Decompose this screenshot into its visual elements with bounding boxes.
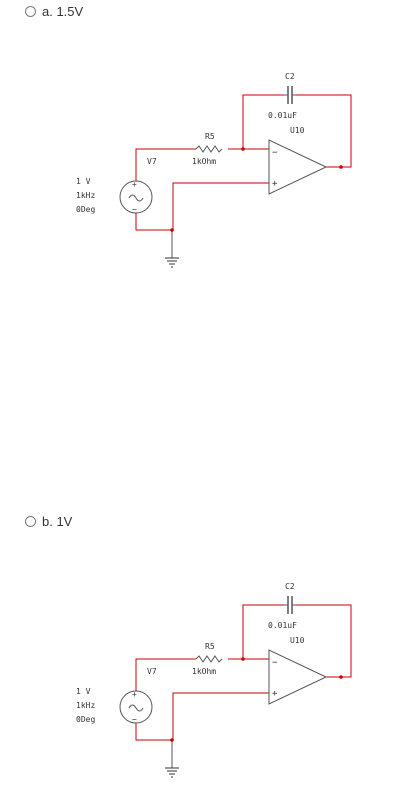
capacitor-c2 (284, 86, 296, 104)
source-ref: V7 (147, 667, 157, 676)
source-amplitude: 1 V (76, 687, 91, 696)
junction-node (241, 147, 245, 151)
source-frequency: 1kHz (76, 191, 95, 200)
radio-button-b[interactable] (25, 516, 36, 527)
capacitor-ref: C2 (285, 582, 295, 591)
junction-node (241, 657, 245, 661)
source-plus-sign: + (132, 180, 137, 189)
option-b-label: b. 1V (42, 514, 73, 529)
sine-wave-icon (128, 704, 144, 712)
opamp-u10 (268, 139, 328, 195)
source-phase: 0Deg (76, 205, 95, 214)
resistor-ref: R5 (205, 132, 215, 141)
source-frequency: 1kHz (76, 701, 95, 710)
circuit-diagram-a: C2 0.01uF U10 R5 1kOhm − + + − V7 1 V 1k… (0, 0, 411, 268)
circuit-wires (135, 604, 352, 741)
resistor-r5 (195, 145, 223, 153)
capacitor-value: 0.01uF (268, 621, 297, 630)
capacitor-value: 0.01uF (268, 111, 297, 120)
source-minus-sign: − (132, 205, 137, 214)
source-minus-sign: − (132, 715, 137, 724)
option-a-label: a. 1.5V (42, 4, 84, 19)
noninverting-input-sign: + (272, 179, 278, 189)
noninverting-input-sign: + (272, 689, 278, 699)
source-plus-sign: + (132, 690, 137, 699)
junction-node (339, 675, 343, 679)
circuit-wires (135, 94, 352, 231)
ac-source-v7 (119, 690, 153, 724)
source-amplitude: 1 V (76, 177, 91, 186)
ground-symbol (165, 257, 179, 268)
resistor-value: 1kOhm (192, 157, 216, 166)
capacitor-c2 (284, 596, 296, 614)
junction-node (170, 228, 174, 232)
junction-node (170, 738, 174, 742)
source-phase: 0Deg (76, 715, 95, 724)
resistor-r5 (195, 655, 223, 663)
resistor-value: 1kOhm (192, 667, 216, 676)
sine-wave-icon (128, 194, 144, 202)
ground-symbol (165, 767, 179, 778)
inverting-input-sign: − (272, 148, 278, 158)
circuit-diagram-b: C2 0.01uF U10 R5 1kOhm − + + − V7 1 V 1k… (0, 510, 411, 778)
capacitor-ref: C2 (285, 72, 295, 81)
option-b-radio-row[interactable]: b. 1V (25, 514, 72, 529)
ac-source-v7 (119, 180, 153, 214)
opamp-u10 (268, 649, 328, 705)
junction-node (339, 165, 343, 169)
radio-button-a[interactable] (25, 6, 36, 17)
inverting-input-sign: − (272, 658, 278, 668)
option-a-radio-row[interactable]: a. 1.5V (25, 4, 83, 19)
resistor-ref: R5 (205, 642, 215, 651)
source-ref: V7 (147, 157, 157, 166)
opamp-ref: U10 (290, 126, 305, 135)
opamp-ref: U10 (290, 636, 305, 645)
